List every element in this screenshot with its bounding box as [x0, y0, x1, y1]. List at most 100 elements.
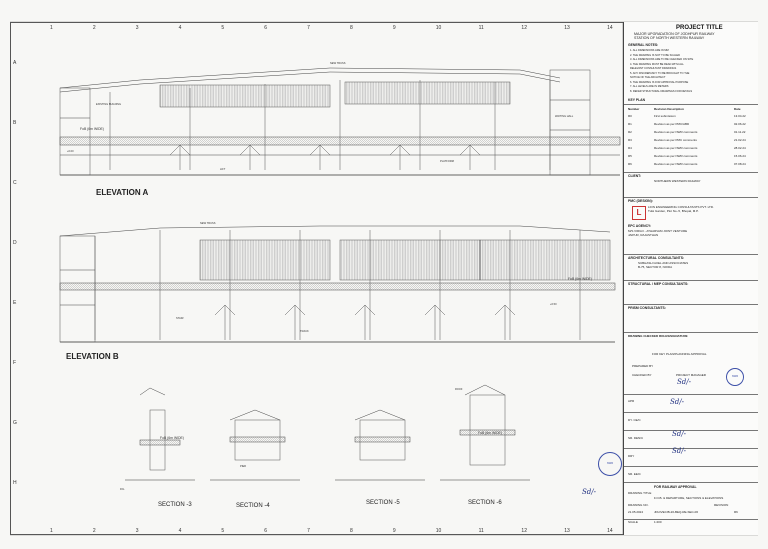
- scale-label: SCALE: [628, 520, 638, 524]
- apr-label: APR: [628, 399, 635, 403]
- fob-label-s5: FoB (6m WIDE): [478, 431, 502, 435]
- fob-label-b: FoB (6m WIDE): [568, 277, 592, 281]
- revision-cell: 02.06.22: [734, 122, 746, 126]
- grid-number-bottom: 6: [264, 528, 268, 534]
- revision-cell: 13.04.22: [734, 114, 746, 118]
- section-6: [440, 384, 530, 481]
- grid-number-bottom: 1: [50, 528, 53, 534]
- general-note: RELEVANT CONSULTANT DRAWINGS: [630, 67, 677, 70]
- revision-cell: R3: [628, 138, 632, 142]
- general-notes-label: GENERAL NOTES:: [628, 43, 659, 47]
- revision-label: REVISION: [714, 503, 729, 507]
- grid-number-bottom: 4: [178, 528, 182, 534]
- tag-level-b: +6.50: [550, 303, 557, 306]
- signature-4: Sd/-: [672, 447, 686, 455]
- revision-cell: R4: [628, 146, 632, 150]
- drawing-no: JDU/VEC/B-20-BEQ-RE-SEC-06: [654, 510, 699, 514]
- epc-approval-label: FOR KEY PLAN/PLANNING APPROVAL: [652, 352, 707, 356]
- dy-cee-label: DY. CE/C: [628, 418, 641, 422]
- tag-waiting: WAITING HALL: [555, 115, 574, 118]
- grid-number-top: 11: [478, 25, 484, 31]
- sr-ee-label: SR. EE/C: [628, 472, 641, 476]
- signature-5: Sd/-: [582, 488, 596, 496]
- revision-cell: 15.06.24: [734, 154, 746, 158]
- grid-number-bottom: 11: [478, 528, 484, 534]
- grid-letter-side: B: [13, 120, 17, 126]
- section-3-title: SECTION -3: [158, 502, 192, 508]
- general-note: 4. THE DRAWING MUST BE READ WITH ALL: [630, 62, 684, 66]
- general-note: 5. ANY DISCREPANCY TO BE BROUGHT TO THE: [630, 71, 690, 75]
- fob-label-a: FoB (6m WIDE): [80, 127, 104, 131]
- signature-3: Sd/-: [672, 430, 686, 438]
- section-4-title: SECTION -4: [236, 503, 270, 509]
- revision-cell: R0: [628, 114, 632, 118]
- elevation-b: [59, 225, 616, 343]
- tag-roof: ROOF: [455, 388, 463, 391]
- project-title-line-1: MAJOR UPGRADATION OF JODHPUR RAILWAY: [634, 32, 715, 36]
- grid-number-top: 6: [264, 25, 268, 31]
- project-title-line-2: STATION OF NORTH WESTERN RAILWAY: [634, 36, 705, 40]
- pmc-line-2: Tulsi Garden, Plot No.-5, Bhopal, M.P.: [648, 209, 699, 213]
- revision-cell: Revision as per NWR comments: [654, 162, 698, 166]
- grid-number-top: 1: [50, 25, 53, 31]
- tag-pier: PIER: [240, 465, 247, 468]
- fob-label-s3: FoB (6m WIDE): [160, 436, 184, 440]
- general-note: 3. ALL DIMENSIONS ARE TO BE CHECKED ON S…: [630, 58, 694, 61]
- grid-number-top: 10: [435, 25, 442, 31]
- sr-den-label: SR. DEN/C: [628, 436, 644, 440]
- general-note: 1. ALL DIMENSIONS ARE IN MM: [630, 49, 669, 52]
- grid-number-top: 14: [607, 25, 613, 31]
- approval-stamp: NWR: [726, 368, 744, 386]
- general-note: 8. REFER STRUCTURAL DRAWINGS FOR DETAILS: [630, 89, 693, 93]
- grid-letter-side: F: [13, 360, 17, 366]
- date-val: 21.05.2024: [628, 510, 644, 514]
- tag-lift: LIFT: [220, 168, 226, 171]
- grid-letter-side: C: [13, 180, 17, 186]
- pmc-label: PMC (DESIGN):: [628, 199, 653, 203]
- grid-number-bottom: 3: [135, 528, 139, 534]
- drawing-title-label: DRAWING TITLE: [628, 491, 652, 495]
- scale-val: 1:200: [654, 520, 662, 524]
- tag-ffl: FFL: [120, 488, 125, 491]
- grid-number-top: 2: [92, 25, 96, 31]
- revision-header-cell: Number: [628, 107, 640, 111]
- arch-line-2: B-75, SECTOR 8, NOIDA: [638, 265, 673, 269]
- arch-label: ARCHITECTURAL CONSULTANTS:: [628, 256, 685, 260]
- client-name: NORTHERN WESTERN RAILWAY: [654, 179, 701, 183]
- tag-stair: STAIR: [176, 317, 184, 320]
- revision-cell: R5: [628, 154, 632, 158]
- client-label: CLIENT:: [628, 174, 641, 178]
- general-note: NOTICE OF THE ARCHITECT: [630, 76, 666, 79]
- elevation-a-title: ELEVATION A: [96, 188, 149, 197]
- tag-level-a: +0.00: [67, 150, 74, 153]
- revision-cell: 07.08.24: [734, 162, 746, 166]
- revision-cell: Revision as per NWR comments: [654, 154, 698, 158]
- epc-line-2: JAIPUR, RAJASTHAN: [628, 233, 659, 237]
- revision-cell: 01.11.22: [734, 130, 746, 134]
- signature-1: Sd/-: [677, 378, 691, 386]
- grid-number-top: 13: [564, 25, 570, 31]
- signature-2: Sd/-: [670, 398, 684, 406]
- key-plan-label: KEY PLAN: [628, 98, 646, 102]
- grid-letter-side: H: [13, 480, 17, 486]
- revision-cell: Revision as per NWR comments: [654, 130, 698, 134]
- grid-number-top: 9: [392, 25, 396, 31]
- pmc-logo: L: [632, 206, 646, 220]
- grid-number-bottom: 9: [392, 528, 396, 534]
- general-note: 7. ALL LEVELS ARE IN METERS: [630, 85, 669, 88]
- grid-number-top: 12: [521, 25, 527, 31]
- grid-number-top: 3: [135, 25, 139, 31]
- epc-label: EPC AGENCY:: [628, 224, 652, 228]
- tag-new-truss: NEW TRUSS: [330, 62, 346, 65]
- checked-label: CHECKED BY: [632, 373, 652, 377]
- revision-header-cell: Date: [734, 107, 741, 111]
- revision-cell: 28.02.24: [734, 146, 746, 150]
- section-3: [125, 387, 195, 481]
- grid-number-top: 5: [221, 25, 225, 31]
- project-title-label: PROJECT TITLE: [676, 25, 723, 31]
- section-5: [335, 409, 425, 481]
- drawing-checks-label: DRAWING CHECKED ROLES/SIGNATURE: [628, 334, 688, 338]
- grid-letter-side: E: [13, 300, 17, 306]
